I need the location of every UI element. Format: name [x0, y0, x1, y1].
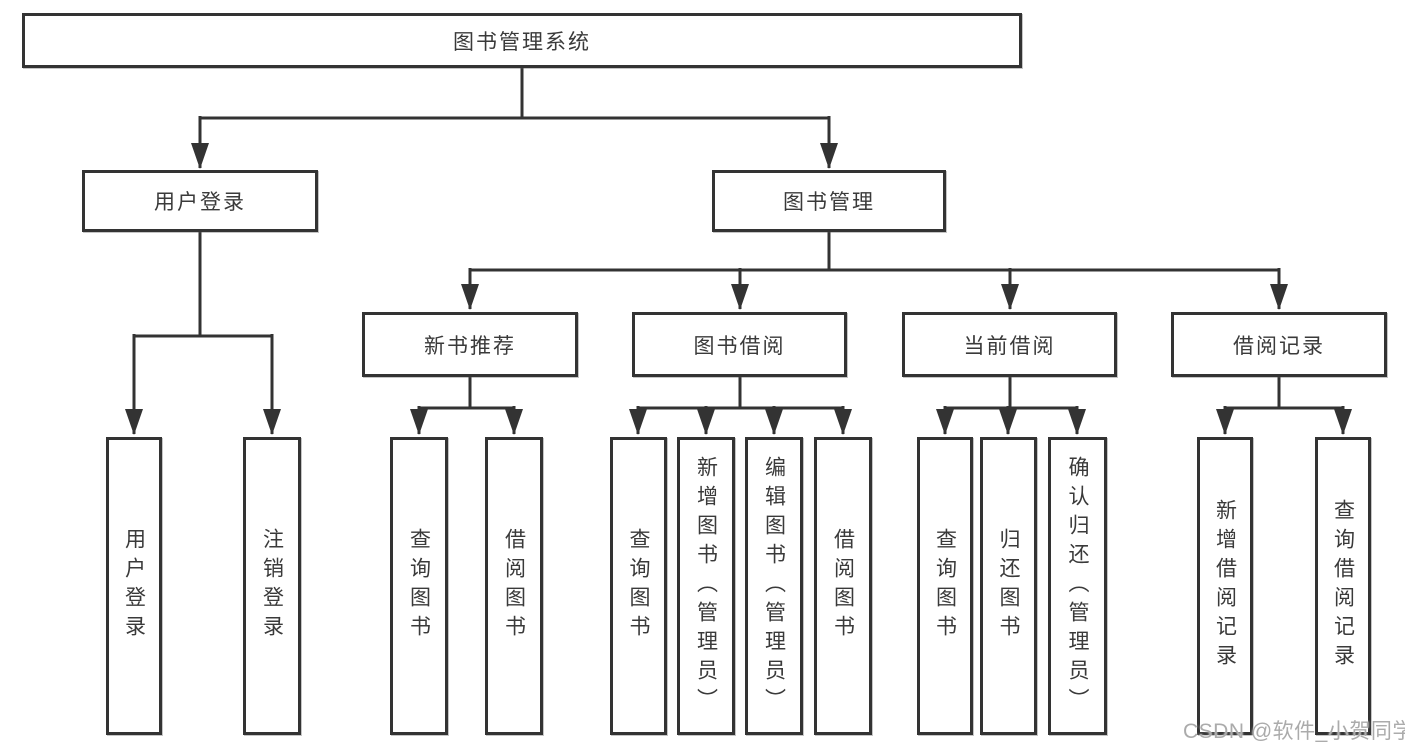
edges-borrow-records-children: [1216, 377, 1352, 435]
leaf-borrow-books: 借阅图书: [814, 437, 872, 735]
edges-root-to-level2: [191, 68, 838, 169]
node-label: 查询借阅记录: [1331, 499, 1355, 673]
node-borrow-records: 借阅记录: [1171, 312, 1387, 377]
node-label: 借阅记录: [1233, 334, 1325, 358]
node-label: 图书管理: [783, 191, 875, 214]
node-new-book-recommend: 新书推荐: [362, 312, 578, 377]
node-label: 当前借阅: [963, 334, 1056, 358]
node-label: 用户登录: [122, 528, 146, 644]
node-book-management: 图书管理: [712, 170, 946, 232]
node-label: 查询图书: [627, 528, 650, 644]
leaf-add-book-admin: 新增图书（管理员）: [677, 437, 735, 735]
leaf-return-books: 归还图书: [980, 437, 1037, 735]
leaf-borrow-books-recommend: 借阅图书: [485, 437, 543, 735]
node-root-library-management-system: 图书管理系统: [22, 13, 1022, 68]
leaf-logout: 注销登录: [243, 437, 301, 735]
node-user-login: 用户登录: [82, 170, 318, 232]
edges-book-borrow-children: [629, 377, 852, 435]
leaf-query-books-borrow: 查询图书: [610, 437, 667, 735]
leaf-query-books-current: 查询图书: [917, 437, 973, 735]
csdn-watermark: CSDN @软件_小贺同学: [1183, 720, 1405, 743]
node-label: 确认归还（管理员）: [1066, 455, 1089, 717]
node-label: 图书管理系统: [453, 30, 591, 54]
node-label: 编辑图书（管理员）: [762, 455, 786, 717]
node-label: 用户登录: [154, 191, 246, 214]
node-label: 新增借阅记录: [1213, 499, 1237, 673]
edges-user-login-children: [125, 232, 281, 435]
leaf-add-borrow-record: 新增借阅记录: [1197, 437, 1253, 735]
node-label: 注销登录: [260, 528, 284, 644]
leaf-edit-book-admin: 编辑图书（管理员）: [745, 437, 803, 735]
node-label: 归还图书: [997, 528, 1020, 644]
leaf-confirm-return-admin: 确认归还（管理员）: [1048, 437, 1107, 735]
node-label: 新增图书（管理员）: [694, 455, 718, 717]
node-label: 借阅图书: [502, 528, 526, 644]
leaf-query-borrow-record: 查询借阅记录: [1315, 437, 1371, 735]
node-book-borrow: 图书借阅: [632, 312, 847, 377]
edges-new-book-recommend-children: [410, 377, 523, 435]
node-label: 新书推荐: [424, 334, 516, 358]
edges-book-management-children: [461, 232, 1288, 310]
leaf-query-books-recommend: 查询图书: [390, 437, 448, 735]
leaf-user-login: 用户登录: [106, 437, 162, 735]
node-label: 图书借阅: [693, 334, 786, 358]
node-label: 借阅图书: [831, 528, 855, 644]
edges-current-borrow-children: [936, 377, 1086, 435]
node-label: 查询图书: [407, 528, 431, 644]
node-current-borrow: 当前借阅: [902, 312, 1117, 377]
node-label: 查询图书: [933, 528, 957, 644]
